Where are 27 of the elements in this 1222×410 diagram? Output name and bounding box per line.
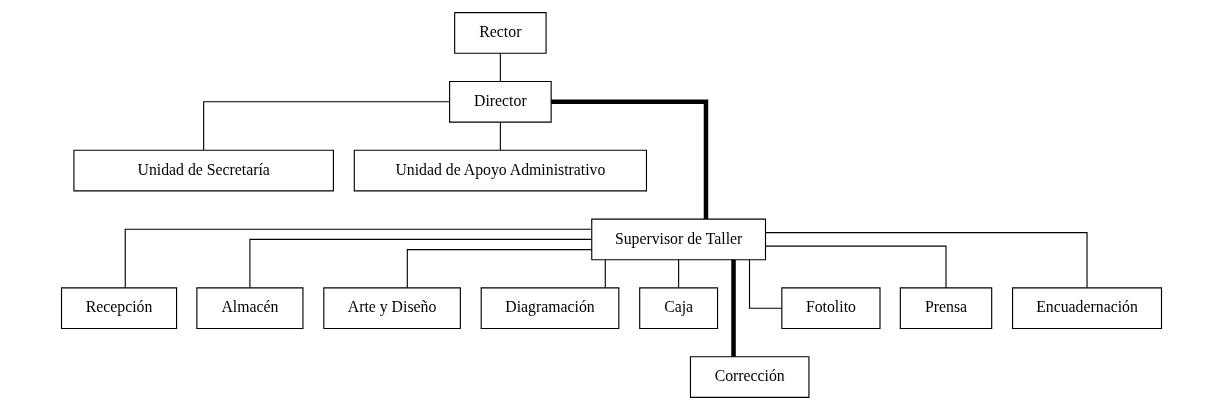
connector	[202, 101, 450, 151]
connector	[124, 228, 592, 289]
connector	[604, 259, 606, 289]
node-box: Director	[448, 80, 552, 123]
node-box: Prensa	[899, 287, 992, 330]
connector	[764, 232, 1088, 289]
connector	[677, 259, 679, 289]
node-box: Supervisor de Taller	[590, 218, 766, 261]
node-box: Encuadernación	[1011, 287, 1162, 330]
node-box: Recepción	[60, 287, 177, 330]
node-box: Caja	[638, 287, 718, 330]
node-box: Arte y Diseño	[322, 287, 461, 330]
connector	[550, 99, 708, 220]
node-box: Corrección	[689, 356, 809, 398]
connector	[248, 238, 592, 289]
connector	[730, 259, 736, 357]
connector	[499, 121, 501, 151]
connector	[406, 249, 592, 289]
connector	[748, 259, 782, 309]
node-box: Unidad de Secretaría	[72, 149, 334, 192]
connector	[499, 53, 501, 82]
node-box: Unidad de Apoyo Administrativo	[353, 149, 647, 192]
connector	[764, 245, 947, 289]
node-box: Rector	[453, 12, 547, 54]
node-box: Diagramación	[480, 287, 619, 330]
node-box: Fotolito	[780, 287, 881, 330]
node-box: Almacén	[195, 287, 303, 330]
